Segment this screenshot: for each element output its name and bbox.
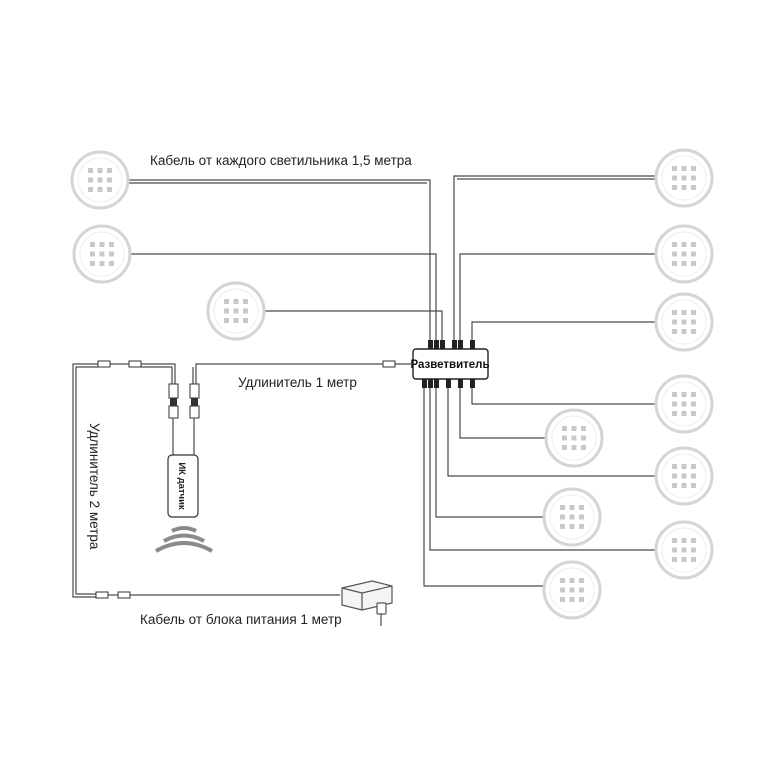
round-led-lamp-icon <box>654 224 714 284</box>
round-led-lamp-icon <box>654 446 714 506</box>
ir-sensor-icon <box>167 454 199 518</box>
extension-1m-label: Удлинитель 1 метр <box>238 375 357 390</box>
splitter-pins <box>422 340 475 388</box>
round-led-lamp-icon <box>206 281 266 341</box>
splitter-label: Разветвитель <box>410 359 489 371</box>
power-adapter-icon <box>341 580 393 626</box>
round-led-lamp-icon <box>542 560 602 620</box>
extension-1m-wiring <box>128 360 413 455</box>
signal-waves-icon <box>155 526 213 553</box>
round-led-lamp-icon <box>70 150 130 210</box>
ir-sensor: ИК датчик <box>167 454 199 518</box>
round-led-lamp-icon <box>542 487 602 547</box>
round-led-lamp-icon <box>654 520 714 580</box>
extension-2m-label: Удлинитель 2 метра <box>87 423 102 550</box>
lamp-wires-right-top <box>453 175 655 348</box>
round-led-lamp-icon <box>654 374 714 434</box>
lamp-wires-bottom <box>423 380 655 587</box>
lamp-cable-label: Кабель от каждого светильника 1,5 метра <box>150 153 412 168</box>
round-led-lamp-icon <box>72 224 132 284</box>
splitter: Разветвитель <box>410 348 490 380</box>
round-led-lamp-icon <box>654 148 714 208</box>
extension-2m-wiring <box>72 360 340 599</box>
psu-cable-label: Кабель от блока питания 1 метр <box>140 612 342 627</box>
lamp-wires-left <box>128 179 443 348</box>
round-led-lamp-icon <box>544 408 604 468</box>
lamps <box>70 148 714 620</box>
ir-sensor-label: ИК датчик <box>176 462 187 510</box>
round-led-lamp-icon <box>654 292 714 352</box>
